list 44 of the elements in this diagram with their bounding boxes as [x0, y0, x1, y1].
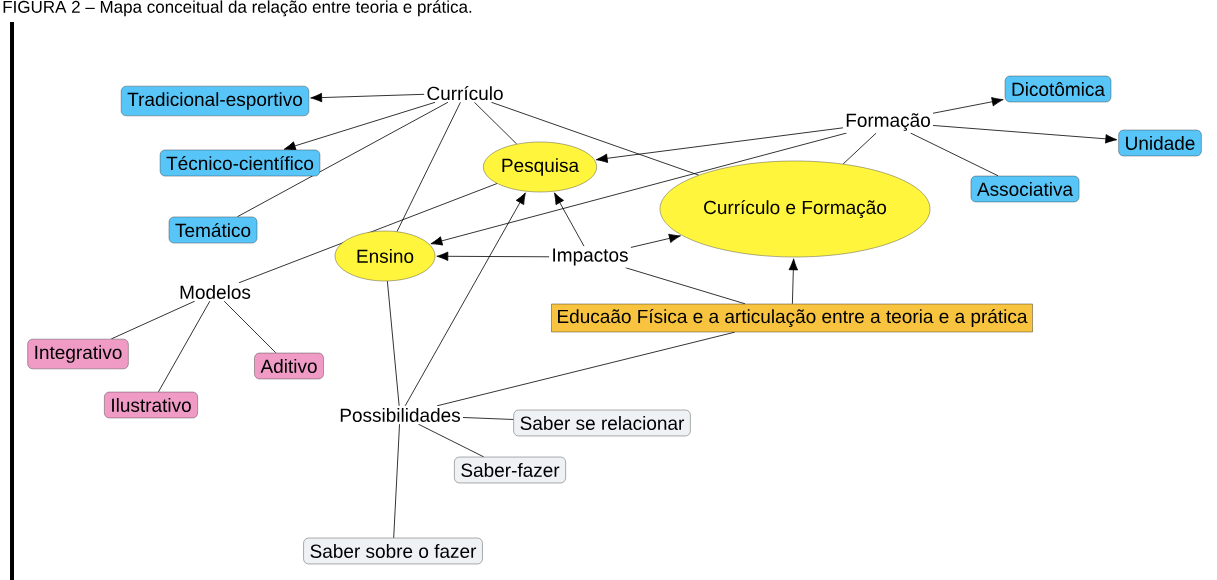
concept-box: Saber-fazer — [454, 456, 566, 484]
connector — [595, 127, 844, 163]
concept-label: Currículo — [424, 83, 506, 103]
connector — [842, 132, 877, 165]
figure-title: FIGURA 2 – Mapa conceitual da relação entre teoria e prática. — [3, 0, 472, 17]
concept-box: Saber se relacionar — [513, 409, 691, 437]
connector — [417, 423, 485, 458]
connector — [387, 280, 400, 407]
connector — [910, 132, 999, 177]
concept-box: Educaão Física e a articulação entre a teoria e a prática — [551, 303, 1033, 333]
connector — [788, 258, 799, 305]
concept-box: Unidade — [1118, 129, 1202, 157]
connector — [310, 92, 425, 103]
connector — [491, 101, 700, 176]
connector — [625, 267, 746, 305]
concept-box: Integrativo — [27, 338, 129, 370]
connector — [404, 192, 526, 407]
connector — [110, 300, 196, 340]
connector — [223, 300, 277, 354]
connector — [430, 132, 848, 246]
connector — [158, 300, 211, 393]
concept-box: Aditivo — [254, 352, 324, 380]
concept-label: Modelos — [177, 283, 253, 301]
concept-label: Formação — [843, 111, 933, 133]
connector — [396, 101, 461, 232]
connector — [630, 233, 681, 248]
concept-label: Possibilidades — [337, 406, 463, 424]
connector — [393, 423, 400, 539]
connector — [283, 101, 436, 151]
connector — [436, 251, 550, 261]
concept-label: Impactos — [549, 246, 631, 268]
concept-box: Ilustrativo — [104, 391, 198, 419]
concept-box: Técnico-científico — [159, 149, 321, 177]
concept-box: Associativa — [970, 175, 1080, 203]
concept-box: Temático — [168, 216, 258, 244]
connector — [554, 192, 585, 247]
concept-box: Tradicional-esportivo — [121, 85, 310, 117]
concept-box: Saber sobre o fazer — [303, 537, 483, 565]
concept-box: Dicotômica — [1004, 75, 1112, 103]
connector — [474, 101, 518, 145]
connector — [237, 101, 449, 218]
connector — [932, 97, 1004, 114]
connector — [932, 125, 1118, 144]
connector — [462, 417, 514, 420]
